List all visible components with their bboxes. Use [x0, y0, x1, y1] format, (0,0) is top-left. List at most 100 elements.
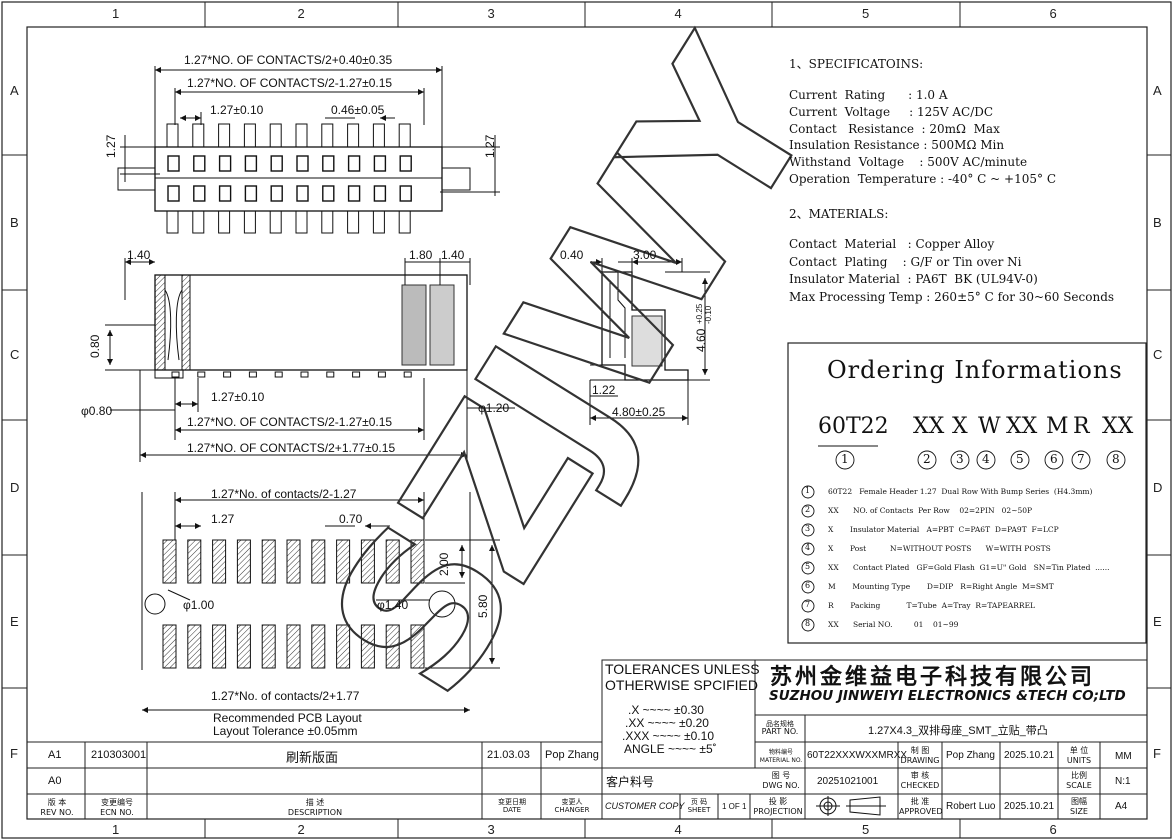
rev-row1-date: 21.03.03 [487, 749, 530, 761]
pcb-pad-lower [410, 624, 425, 669]
rev-row1-rev: A1 [48, 749, 62, 761]
rev-row2-rev: A0 [48, 775, 62, 787]
top-pin-lower [218, 210, 231, 234]
zone-row-A-right: A [1153, 83, 1162, 98]
zone-row-E-left: E [10, 613, 19, 629]
top-contact-upper [193, 155, 206, 172]
dim-side460-tol: +0.25 -0.10 [695, 303, 713, 324]
front-pad [197, 371, 206, 378]
top-pin-lower [398, 210, 411, 234]
ordering-item-number: 3 [805, 524, 811, 533]
zone-row-D-left: D [10, 479, 20, 495]
ordering-item: 60T22 Female Header 1.27 Dual Row With B… [828, 487, 1093, 496]
pcb-pad-upper [385, 539, 400, 584]
dim-080: 0.80 [88, 334, 102, 358]
front-pad [377, 371, 386, 378]
tol-xxx: .XXX ~~~~ ±0.10 [622, 729, 714, 743]
ordering-number: 2 [923, 452, 931, 466]
top-pin-upper [218, 123, 231, 148]
rev-row1-ecn: 210303001 [91, 749, 147, 761]
front-pad [171, 371, 180, 378]
ordering-number: 4 [982, 452, 990, 466]
ordering-item: XX Serial NO. 01 01~99 [828, 620, 959, 629]
pcb-pad-lower [212, 624, 227, 669]
zone-row-E-right: E [1153, 613, 1162, 629]
rev-row1-desc: 刷新版面 [286, 750, 339, 765]
top-pin-lower [295, 210, 308, 234]
top-contact-lower [193, 185, 206, 202]
ordering-code: R [1073, 414, 1090, 439]
ordering-item-number: 2 [805, 505, 811, 514]
top-contact-upper [244, 155, 258, 172]
ordering-item: M Mounting Type D=DIP R=Right Angle M=SM… [828, 582, 1054, 591]
front-pad [352, 371, 361, 378]
top-contact-lower [244, 185, 258, 202]
ordering-code: W [978, 414, 1001, 439]
ordering-item-circle [801, 561, 815, 575]
spec-line: Contact Resistance : 20mΩ Max [789, 121, 1000, 136]
top-contact-upper [270, 155, 283, 172]
projection-symbol [816, 796, 886, 816]
tol-x: .X ~~~~ ±0.30 [628, 703, 704, 717]
material-line: Contact Material : Copper Alloy [789, 237, 995, 251]
top-contact-upper [296, 155, 309, 172]
top-contact-upper [399, 155, 412, 172]
top-pin-upper [192, 123, 205, 148]
company-name-en: SUZHOU JINWEIYI ELECTRONICS &TECH CO;LTD [769, 688, 1126, 704]
ordering-number-circle [835, 450, 855, 470]
spec-line: Current Rating : 1.0 A [789, 88, 948, 102]
dim-pcb200: 2.00 [437, 552, 451, 576]
zone-col-1-bottom: 1 [112, 822, 120, 837]
pcb-pad-upper [311, 539, 326, 584]
dwg-value: 20251021001 [817, 776, 879, 787]
top-pin-upper [321, 123, 334, 148]
dim-pcb2: 1.27*No. of contacts/2+1.77 [211, 689, 360, 703]
approved-name: Robert Luo [946, 801, 996, 812]
ordering-box [787, 342, 1147, 644]
dim-top1: 1.27*NO. OF CONTACTS/2+0.40±0.35 [184, 53, 393, 67]
spec-line: Withstand Voltage : 500V AC/minute [789, 155, 1028, 170]
dim-left127: 1.27 [104, 134, 118, 158]
pcb-pad-lower [360, 624, 375, 669]
front-pad [223, 371, 232, 378]
ordering-item-number: 8 [805, 619, 811, 628]
dim-pin: 0.46±0.05 [331, 103, 385, 117]
dim-140a: 1.40 [127, 248, 151, 262]
top-pin-lower [166, 210, 179, 234]
top-contact-upper [167, 155, 180, 172]
top-contact-upper [322, 155, 335, 172]
dim-pcb580: 5.80 [476, 594, 490, 618]
ordering-code: XX [913, 414, 945, 439]
dim-pitch: 1.27±0.10 [210, 103, 264, 117]
pcb-pad-upper [336, 539, 351, 584]
top-view [117, 66, 500, 234]
ordering-item-circle [801, 599, 815, 613]
company-name-cn: 苏州金维益电子科技有限公司 [770, 665, 1096, 690]
top-pin-upper [243, 123, 256, 148]
rev-row1-changer: Pop Zhang [545, 749, 599, 761]
pcb-pad-upper [212, 539, 227, 584]
top-contact-upper [347, 155, 361, 172]
scale-value: N:1 [1115, 776, 1131, 787]
ordering-item: X Post N=WITHOUT POSTS W=WITH POSTS [828, 544, 1051, 553]
top-contact-lower [296, 185, 309, 202]
ordering-number-circle [1106, 450, 1126, 470]
drawing-name: Pop Zhang [946, 750, 995, 761]
pcb-pad-lower [286, 624, 301, 669]
size-value: A4 [1115, 801, 1128, 812]
top-pin-lower [192, 210, 205, 234]
pcb-note-2: Layout Tolerance ±0.05mm [213, 724, 358, 738]
top-pin-upper [372, 123, 385, 148]
title-block [26, 659, 1148, 820]
dim-phi120: φ1.20 [478, 401, 510, 415]
ordering-number: 8 [1112, 452, 1120, 466]
pcb-pad-lower [236, 624, 251, 669]
tol-angle: ANGLE ~~~~ ±5˚ [624, 742, 717, 756]
units-value: MM [1115, 751, 1132, 762]
ordering-item-number: 7 [805, 600, 811, 609]
